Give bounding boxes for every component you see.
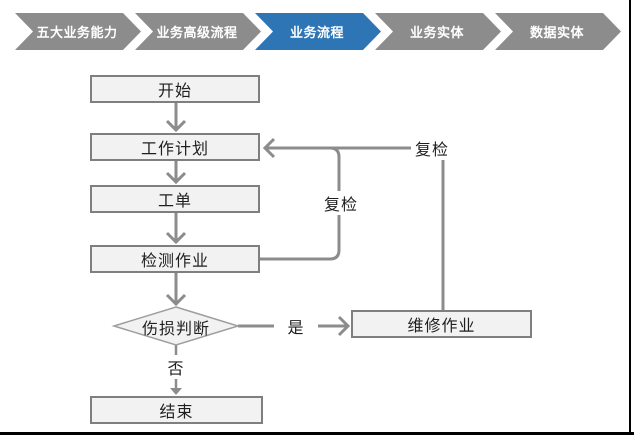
arrowhead-small-down-icon bbox=[170, 388, 182, 395]
breadcrumb-step-label: 五大业务能力 bbox=[36, 25, 118, 40]
arrowhead-down-icon bbox=[165, 231, 187, 245]
process-breadcrumb: 五大业务能力 业务高级流程 业务流程 业务实体 数据实体 bbox=[0, 13, 634, 50]
flow-node-label: 结束 bbox=[159, 404, 194, 421]
edge-label-text: 复检 bbox=[414, 142, 449, 159]
flow-node-repair-job: 维修作业 bbox=[351, 310, 532, 338]
arrowhead-left-icon bbox=[262, 137, 276, 159]
breadcrumb-step-label: 业务流程 bbox=[289, 25, 344, 40]
flow-node-label: 工作计划 bbox=[140, 141, 209, 158]
slide-right-border bbox=[629, 0, 631, 435]
flow-node-end: 结束 bbox=[90, 396, 263, 424]
breadcrumb-step-high-level-process[interactable]: 业务高级流程 bbox=[135, 13, 261, 50]
edge-label-recheck-outer: 复检 bbox=[411, 136, 453, 160]
decision-diamond-shape bbox=[111, 306, 241, 346]
flow-node-label: 检测作业 bbox=[140, 253, 209, 270]
flow-node-label: 开始 bbox=[157, 83, 192, 100]
edge-label-yes: 是 bbox=[274, 314, 318, 338]
edge-label-no: 否 bbox=[158, 355, 194, 379]
flow-node-label: 工单 bbox=[157, 193, 192, 210]
edge-label-text: 是 bbox=[287, 320, 305, 337]
flow-node-start: 开始 bbox=[90, 75, 260, 103]
breadcrumb-step-label: 业务高级流程 bbox=[156, 25, 238, 40]
flow-node-label: 维修作业 bbox=[407, 318, 476, 335]
breadcrumb-step-label: 数据实体 bbox=[529, 25, 584, 40]
breadcrumb-step-business-process-active[interactable]: 业务流程 bbox=[255, 13, 381, 50]
arrowhead-down-icon bbox=[165, 119, 187, 133]
arrowhead-right-icon bbox=[337, 315, 351, 337]
edge-label-text: 复检 bbox=[323, 197, 358, 214]
breadcrumb-step-label: 业务实体 bbox=[409, 25, 464, 40]
breadcrumb-step-data-entity[interactable]: 数据实体 bbox=[495, 13, 621, 50]
flow-node-damage-judgment-label: 伤损判断 bbox=[116, 317, 236, 338]
breadcrumb-step-business-entity[interactable]: 业务实体 bbox=[375, 13, 501, 50]
arrowhead-down-icon bbox=[165, 171, 187, 185]
breadcrumb-step-business-capabilities[interactable]: 五大业务能力 bbox=[15, 13, 141, 50]
slide-bottom-border bbox=[0, 432, 634, 435]
arrowhead-down-icon bbox=[165, 293, 187, 307]
flow-node-inspection-job: 检测作业 bbox=[90, 245, 260, 273]
edge-repair-plan-recheck bbox=[265, 146, 445, 310]
flow-node-work-order: 工单 bbox=[90, 185, 260, 213]
flow-node-label: 伤损判断 bbox=[141, 320, 210, 338]
edge-label-recheck-inner: 复检 bbox=[320, 191, 362, 215]
edge-label-text: 否 bbox=[167, 361, 185, 378]
flow-node-work-plan: 工作计划 bbox=[90, 133, 260, 161]
